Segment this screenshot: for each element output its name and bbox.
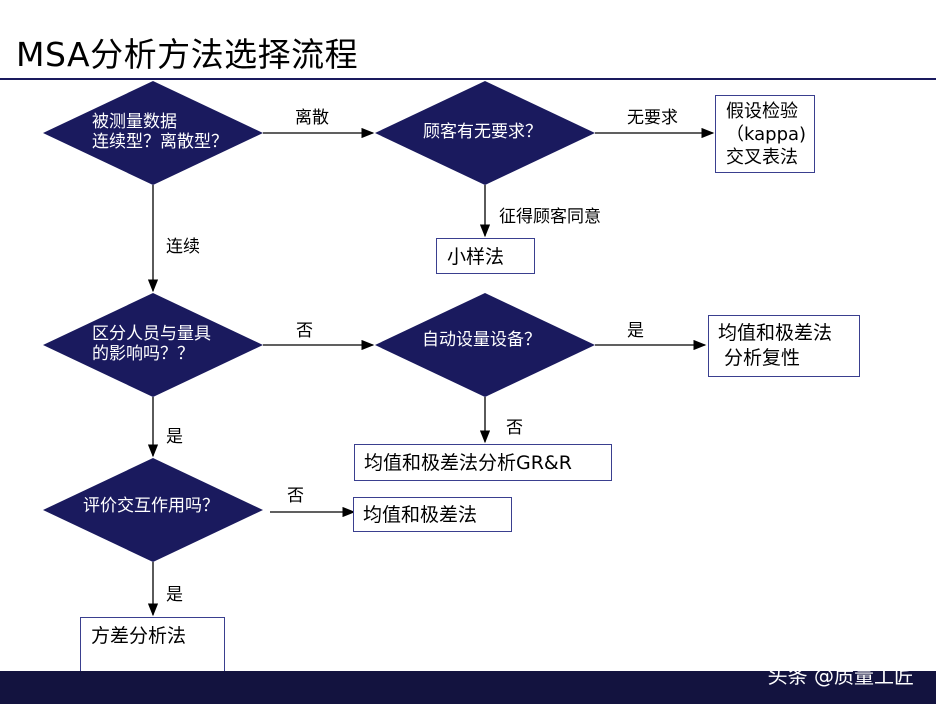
edge-label-yes-3: 是	[166, 585, 183, 605]
edge-label-yes-2: 是	[166, 427, 183, 447]
decision-diamond-customer	[375, 81, 595, 185]
edge-label-discrete: 离散	[295, 108, 329, 128]
result-box-hypothesis-test: 假设检验 （kappa) 交叉表法	[715, 95, 815, 173]
decision-diamond-distinguish	[43, 293, 263, 397]
result-box-small-sample: 小样法	[436, 238, 535, 274]
decision-text-auto-device: 自动设量设备？	[422, 330, 541, 350]
decision-diamond-auto-device	[375, 293, 595, 397]
decision-diamond-data-type	[43, 81, 263, 185]
page-title: MSA分析方法选择流程	[16, 35, 359, 74]
decision-text-customer: 顾客有无要求？	[423, 122, 542, 142]
edge-label-yes-1: 是	[627, 321, 644, 341]
edge-label-no-2: 否	[506, 418, 523, 438]
result-text-small-sample: 小样法	[447, 246, 505, 268]
edge-label-customer-agree: 征得顾客同意	[499, 207, 601, 227]
title-divider	[0, 78, 936, 80]
result-text-mean-range-line1: 均值和极差法	[718, 322, 833, 344]
result-text-hypothesis-line2: （kappa)	[726, 124, 807, 145]
footer-bar	[0, 671, 936, 704]
watermark: 头条 @质量工匠	[767, 664, 914, 688]
result-text-mean-range-grr: 均值和极差法分析GR&R	[364, 452, 572, 474]
decision-text-interaction: 评价交互作用吗？	[83, 496, 219, 516]
decision-text-data-type-line2: 连续型？离散型？	[92, 132, 228, 152]
result-text-hypothesis-line1: 假设检验	[726, 101, 798, 122]
decision-text-distinguish-line2: 的影响吗？？	[92, 344, 194, 364]
result-text-hypothesis-line3: 交叉表法	[726, 147, 798, 168]
edge-label-no-requirement: 无要求	[627, 108, 678, 128]
edge-label-no-1: 否	[296, 321, 313, 341]
decision-text-data-type-line1: 被测量数据	[92, 112, 177, 132]
decision-text-distinguish-line1: 区分人员与量具	[92, 324, 211, 344]
result-text-mean-range: 均值和极差法	[363, 504, 478, 526]
result-box-mean-range: 均值和极差法	[353, 497, 512, 532]
result-text-mean-range-line2: 分析复性	[724, 347, 801, 369]
result-text-anova: 方差分析法	[91, 625, 187, 647]
decision-diamond-interaction	[43, 458, 263, 562]
result-box-anova: 方差分析法	[80, 617, 225, 679]
edge-label-continuous: 连续	[166, 237, 200, 257]
result-box-mean-range-grr: 均值和极差法分析GR&R	[354, 444, 612, 481]
edge-label-no-3: 否	[287, 486, 304, 506]
result-box-mean-range-repeatability: 均值和极差法 分析复性	[708, 315, 860, 377]
